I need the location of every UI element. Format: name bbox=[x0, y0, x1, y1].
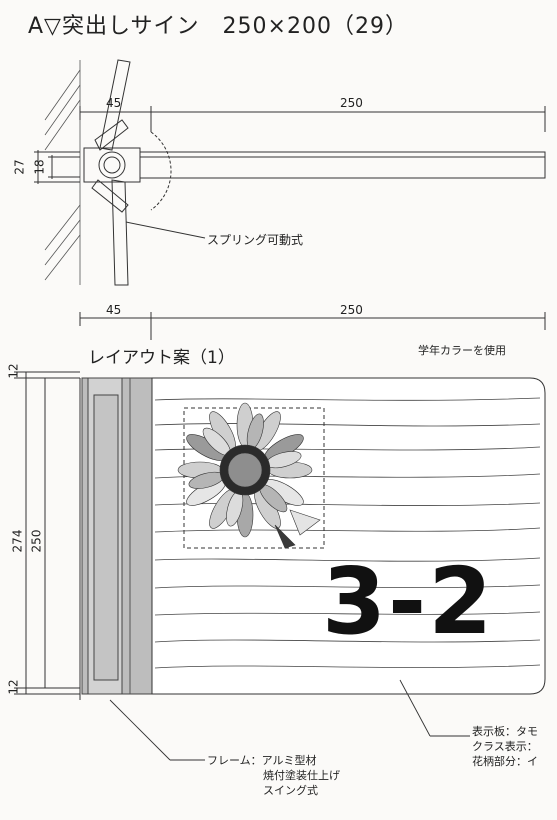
dim-line-layout bbox=[79, 312, 546, 340]
dim-inner-250: 250 bbox=[29, 529, 44, 553]
board-plan bbox=[139, 151, 546, 179]
dim-top-12: 12 bbox=[6, 363, 21, 379]
dim-top-45: 45 bbox=[106, 96, 122, 110]
sunflower-motif bbox=[177, 402, 321, 549]
dim-side-27: 27 bbox=[12, 159, 27, 175]
dim-layout-250: 250 bbox=[340, 303, 363, 317]
dim-side-18: 18 bbox=[32, 159, 47, 175]
wall-hatch-top bbox=[44, 60, 81, 285]
dim-vertical-layout bbox=[14, 371, 80, 695]
aluminum-frame bbox=[81, 377, 153, 695]
dim-side-top bbox=[34, 150, 80, 184]
dim-top-250: 250 bbox=[340, 96, 363, 110]
leader-frame bbox=[109, 699, 171, 761]
color-note: 学年カラーを使用 bbox=[418, 344, 506, 357]
callout-board-block: 表示板：タモ クラス表示： 花柄部分：イ bbox=[472, 724, 538, 769]
callout-frame-line-3: スイング式 bbox=[263, 784, 318, 797]
leader-board bbox=[399, 679, 431, 737]
dim-bottom-12: 12 bbox=[6, 679, 21, 695]
dim-layout-45: 45 bbox=[106, 303, 122, 317]
class-number: 3-2 bbox=[322, 548, 495, 655]
callout-spring: スプリング可動式 bbox=[207, 233, 304, 247]
drawing-title: A▽突出しサイン 250×200（29） bbox=[28, 14, 408, 39]
callout-board-line-1: 表示板：タモ bbox=[472, 725, 538, 738]
wood-grain bbox=[154, 397, 541, 669]
callout-board-line-3: 花柄部分：イ bbox=[472, 755, 538, 768]
dim-total-274: 274 bbox=[10, 529, 25, 553]
callout-frame-line-2: 焼付塗装仕上げ bbox=[263, 769, 340, 782]
flower-area-outline bbox=[183, 407, 325, 549]
callout-board-line-2: クラス表示： bbox=[472, 740, 538, 753]
dim-line-top bbox=[79, 106, 546, 132]
bracket-plan bbox=[83, 59, 206, 286]
layout-title: レイアウト案（1） bbox=[88, 348, 235, 368]
callout-frame-line-1: フレーム：アルミ型材 bbox=[207, 754, 317, 767]
